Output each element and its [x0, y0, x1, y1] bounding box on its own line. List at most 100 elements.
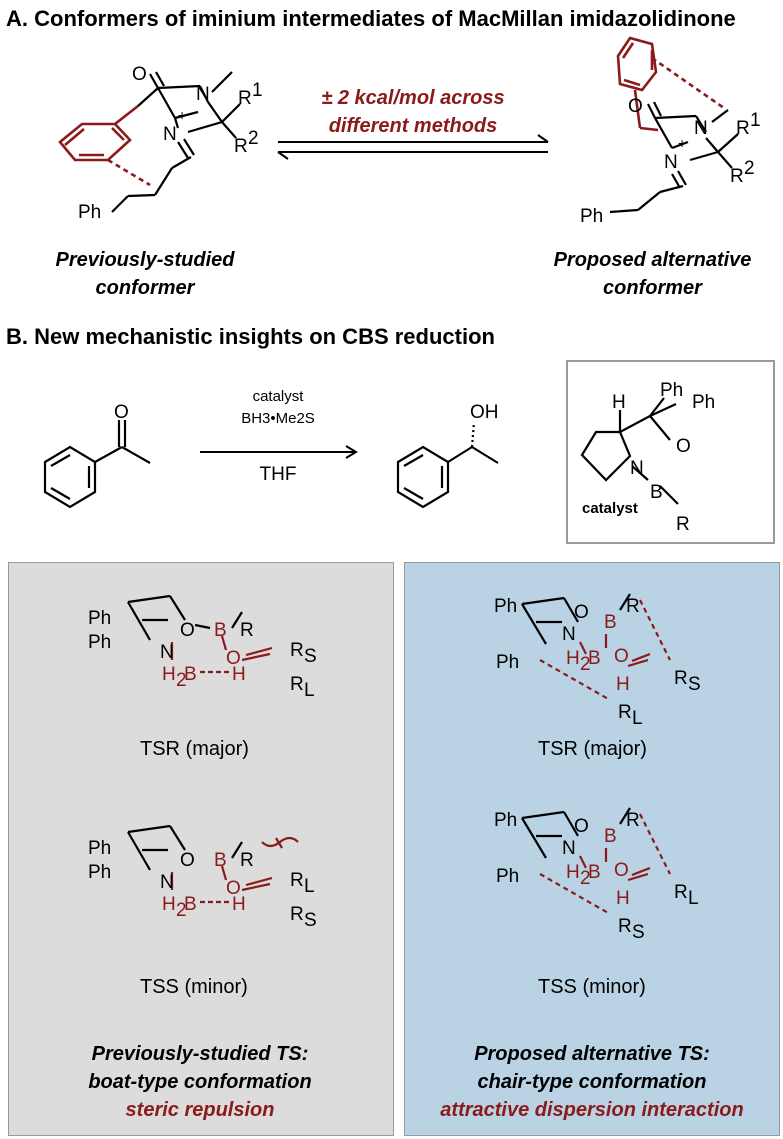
- svg-text:O: O: [114, 402, 129, 423]
- svg-text:Ph: Ph: [88, 838, 111, 859]
- svg-text:Ph: Ph: [494, 596, 517, 617]
- svg-text:L: L: [632, 708, 643, 729]
- right-conformer-caption: Proposed alternative conformer: [530, 246, 775, 302]
- svg-text:H: H: [612, 392, 626, 413]
- svg-text:R: R: [238, 88, 252, 109]
- svg-text:N: N: [160, 872, 174, 893]
- left-panel-caption-line1: Previously-studied TS:: [91, 1043, 309, 1065]
- left-panel-caption: Previously-studied TS: boat-type conform…: [14, 1040, 386, 1124]
- svg-text:B: B: [650, 482, 663, 503]
- svg-text:S: S: [304, 910, 317, 931]
- svg-text:N: N: [562, 624, 576, 645]
- right-panel-caption-line3: attractive dispersion interaction: [440, 1099, 744, 1121]
- svg-text:2: 2: [248, 128, 259, 149]
- svg-text:2: 2: [580, 654, 591, 675]
- svg-text:Ph: Ph: [580, 206, 603, 227]
- svg-text:N: N: [664, 152, 678, 173]
- svg-text:R: R: [626, 596, 640, 617]
- svg-text:O: O: [226, 648, 241, 669]
- svg-text:Ph: Ph: [496, 652, 519, 673]
- svg-text:R: R: [674, 882, 688, 903]
- svg-text:Ph: Ph: [660, 380, 683, 401]
- svg-text:R: R: [290, 904, 304, 925]
- svg-text:R: R: [730, 166, 744, 187]
- svg-text:O: O: [614, 646, 629, 667]
- svg-text:B: B: [214, 620, 227, 641]
- svg-text:L: L: [688, 888, 699, 909]
- svg-text:B: B: [588, 862, 601, 883]
- svg-text:N: N: [562, 838, 576, 859]
- svg-text:L: L: [304, 876, 315, 897]
- left-ts-major-label: TSR (major): [140, 738, 249, 760]
- svg-text:S: S: [688, 674, 701, 695]
- svg-text:H: H: [162, 664, 176, 685]
- svg-text:Ph: Ph: [88, 608, 111, 629]
- svg-text:R: R: [240, 850, 254, 871]
- svg-text:B: B: [184, 664, 197, 685]
- svg-text:O: O: [574, 602, 589, 623]
- svg-text:R: R: [290, 640, 304, 661]
- arrow-label-catalyst: catalyst: [252, 388, 304, 405]
- svg-text:B: B: [214, 850, 227, 871]
- svg-text:OH: OH: [470, 402, 499, 423]
- catalyst-box: [566, 360, 775, 544]
- svg-text:R: R: [240, 620, 254, 641]
- right-panel-caption: Proposed alternative TS: chair-type conf…: [406, 1040, 778, 1124]
- left-ts-panel: [8, 562, 394, 1136]
- svg-text:H: H: [616, 674, 630, 695]
- section-a-title: A. Conformers of iminium intermediates o…: [6, 6, 736, 31]
- svg-text:N: N: [160, 642, 174, 663]
- left-conformer-caption: Previously-studied conformer: [30, 246, 260, 302]
- svg-text:B: B: [588, 648, 601, 669]
- svg-text:N: N: [630, 458, 644, 479]
- svg-text:+: +: [678, 135, 686, 151]
- right-caption-line2: conformer: [603, 277, 702, 299]
- equilibrium-note: ± 2 kcal/mol across different methods: [282, 84, 544, 140]
- svg-text:H: H: [566, 862, 580, 883]
- svg-text:B: B: [604, 612, 617, 633]
- svg-text:S: S: [632, 922, 645, 943]
- svg-text:+: +: [178, 107, 186, 123]
- svg-text:R: R: [290, 870, 304, 891]
- left-panel-caption-line3: steric repulsion: [125, 1099, 275, 1121]
- right-caption-line1: Proposed alternative: [553, 249, 752, 271]
- svg-text:Ph: Ph: [692, 392, 715, 413]
- svg-text:H: H: [162, 894, 176, 915]
- svg-text:O: O: [180, 620, 195, 641]
- svg-text:2: 2: [176, 670, 187, 691]
- svg-text:H: H: [232, 894, 246, 915]
- svg-text:R: R: [234, 136, 248, 157]
- svg-text:R: R: [674, 668, 688, 689]
- svg-text:O: O: [574, 816, 589, 837]
- svg-text:O: O: [628, 96, 643, 117]
- svg-text:R: R: [618, 916, 632, 937]
- equilibrium-note-line2: different methods: [328, 115, 498, 137]
- right-panel-caption-line1: Proposed alternative TS:: [474, 1043, 710, 1065]
- svg-text:R: R: [626, 810, 640, 831]
- svg-text:O: O: [676, 436, 691, 457]
- svg-text:Ph: Ph: [496, 866, 519, 887]
- right-panel-caption-line2: chair-type conformation: [477, 1071, 707, 1093]
- left-caption-line2: conformer: [95, 277, 195, 299]
- svg-text:Ph: Ph: [88, 632, 111, 653]
- svg-text:B: B: [184, 894, 197, 915]
- right-ts-panel: [404, 562, 780, 1136]
- svg-text:S: S: [304, 646, 317, 667]
- svg-text:B: B: [604, 826, 617, 847]
- svg-text:N: N: [163, 124, 177, 145]
- right-ts-minor-label: TSS (minor): [538, 976, 646, 998]
- svg-text:H: H: [566, 648, 580, 669]
- svg-text:N: N: [694, 118, 708, 139]
- svg-text:Ph: Ph: [88, 862, 111, 883]
- svg-text:N: N: [196, 84, 210, 105]
- svg-text:O: O: [180, 850, 195, 871]
